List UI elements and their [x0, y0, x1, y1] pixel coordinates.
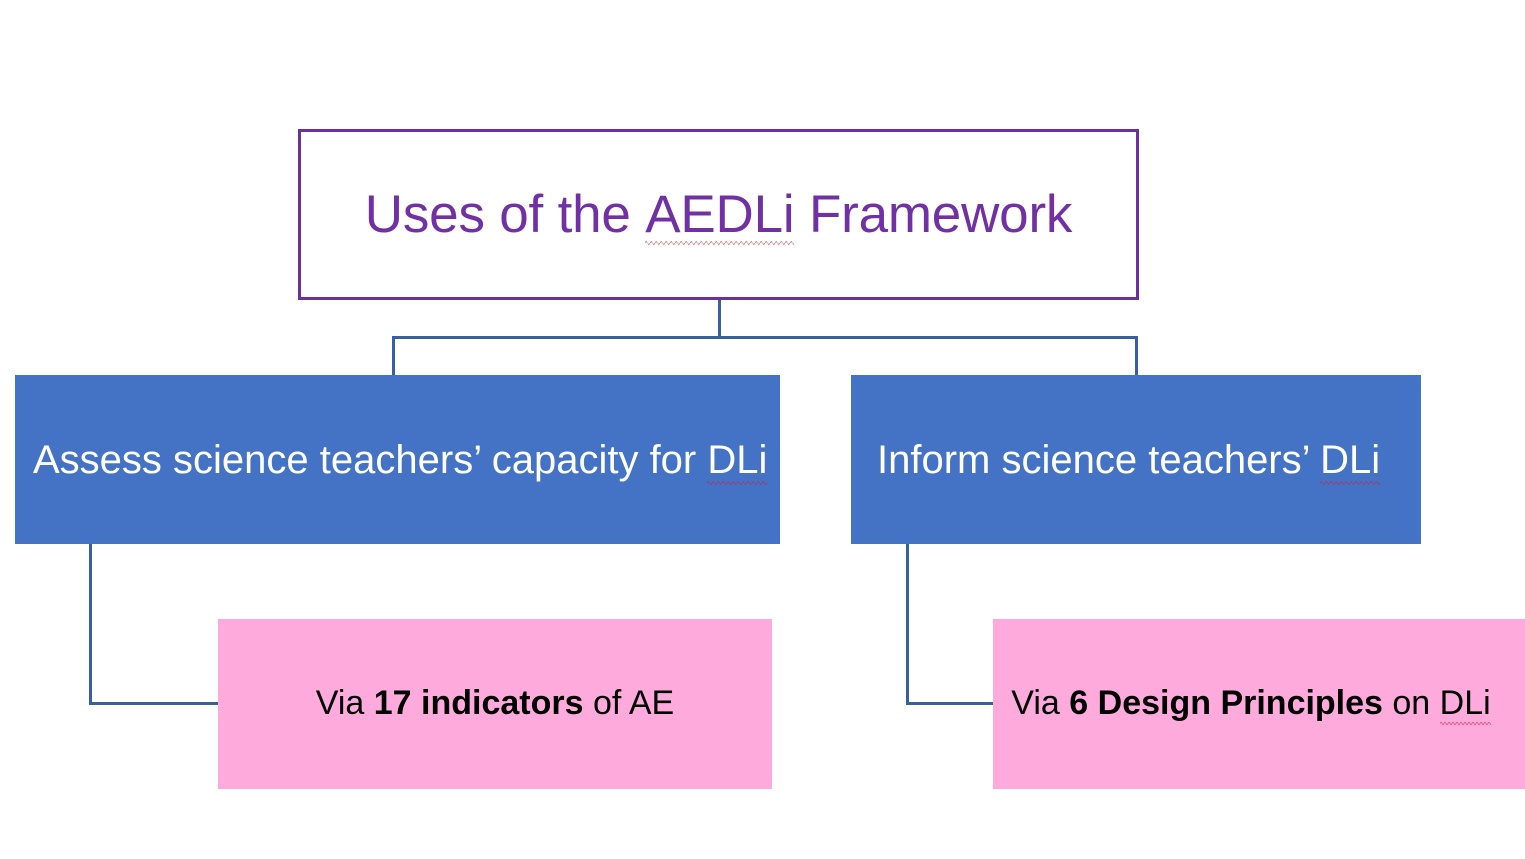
- connector-title-stem: [718, 300, 721, 338]
- connector-drop-left: [392, 336, 395, 376]
- title-text-before: Uses of the: [364, 184, 646, 244]
- connector-inform-to-detail-vertical: [906, 544, 909, 705]
- detail-principles-misspelled-term: DLi: [1439, 684, 1491, 726]
- connector-assess-to-detail-vertical: [89, 544, 92, 705]
- branch-assess-misspelled-term: DLi: [707, 437, 768, 485]
- detail-box-design-principles[interactable]: Via 6 Design Principles on DLi: [993, 619, 1525, 789]
- branch-box-assess-label: Assess science teachers’ capacity for DL…: [33, 437, 768, 485]
- detail-principles-prefix: Via: [1011, 684, 1070, 723]
- branch-inform-text-before: Inform science teachers’: [877, 437, 1321, 482]
- title-text: Uses of the AEDLi Framework: [364, 184, 1073, 245]
- detail-indicators-suffix: of AE: [583, 684, 675, 723]
- branch-box-assess[interactable]: Assess science teachers’ capacity for DL…: [15, 375, 780, 544]
- detail-principles-suffix: on: [1382, 684, 1440, 723]
- detail-box-indicators-label: Via 17 indicators of AE: [316, 685, 674, 722]
- title-misspelled-term: AEDLi: [645, 184, 795, 245]
- title-text-after: Framework: [794, 184, 1073, 244]
- connector-inform-to-detail-horizontal: [906, 702, 994, 705]
- connector-horizontal-bus: [392, 336, 1138, 339]
- connector-drop-right: [1135, 336, 1138, 376]
- branch-box-inform[interactable]: Inform science teachers’ DLi: [851, 375, 1421, 544]
- branch-assess-text-before: Assess science teachers’ capacity for: [33, 437, 708, 482]
- detail-indicators-prefix: Via: [315, 684, 374, 723]
- detail-indicators-emphasis: 17 indicators: [373, 684, 584, 723]
- detail-box-indicators[interactable]: Via 17 indicators of AE: [218, 619, 772, 789]
- connector-assess-to-detail-horizontal: [89, 702, 219, 705]
- title-box: Uses of the AEDLi Framework: [298, 129, 1139, 300]
- branch-box-inform-label: Inform science teachers’ DLi: [877, 437, 1381, 485]
- branch-inform-misspelled-term: DLi: [1320, 437, 1381, 485]
- detail-box-design-principles-label: Via 6 Design Principles on DLi: [1011, 684, 1491, 726]
- detail-principles-emphasis: 6 Design Principles: [1069, 684, 1383, 723]
